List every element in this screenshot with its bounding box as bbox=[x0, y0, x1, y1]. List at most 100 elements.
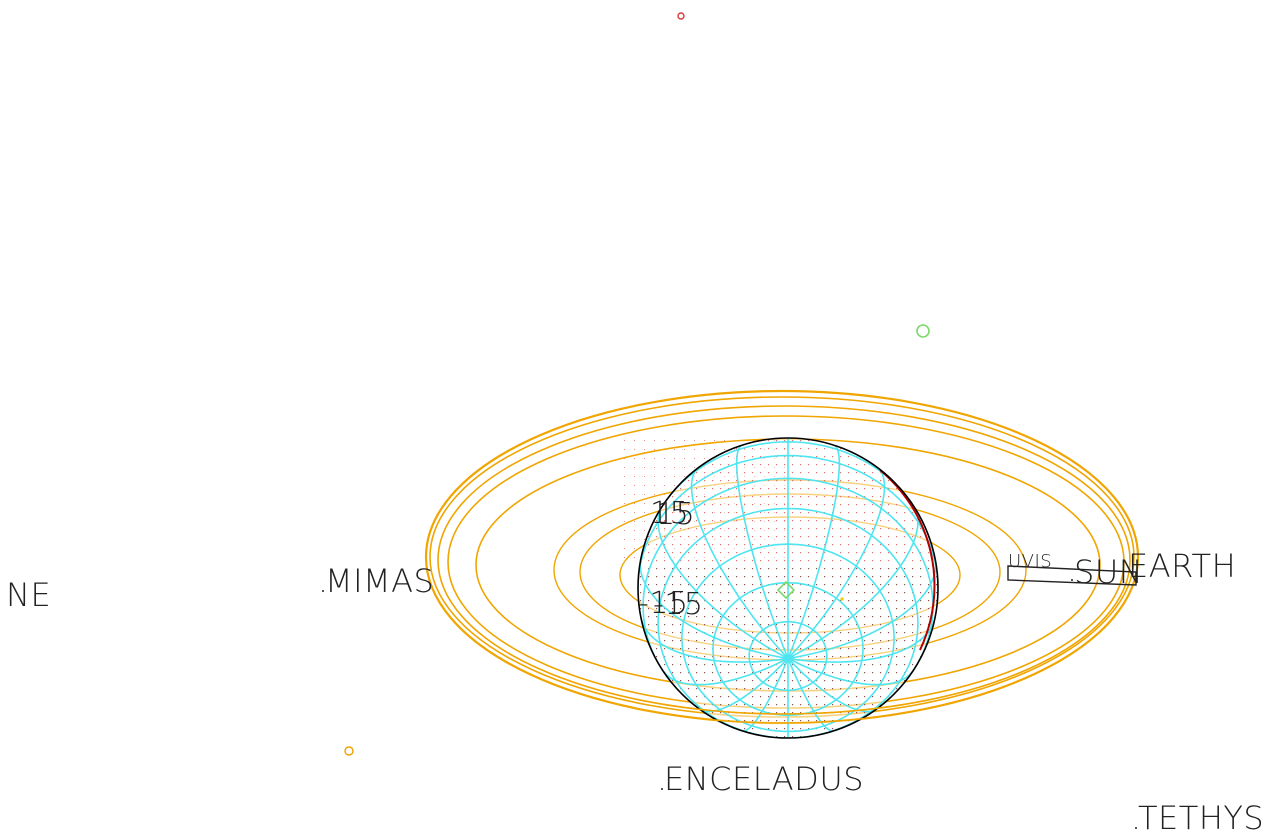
disk-dot bbox=[712, 656, 714, 658]
disk-dot bbox=[704, 728, 706, 730]
disk-dot bbox=[792, 712, 794, 714]
disk-dot bbox=[936, 576, 938, 578]
disk-dot bbox=[760, 552, 762, 554]
field-dot bbox=[664, 440, 665, 441]
disk-dot bbox=[856, 656, 858, 658]
longitude-line bbox=[787, 657, 915, 686]
disk-dot bbox=[752, 688, 754, 690]
disk-dot bbox=[904, 640, 906, 642]
disk-dot bbox=[936, 600, 938, 602]
disk-dot bbox=[720, 688, 722, 690]
tethys-dot bbox=[1135, 827, 1137, 829]
disk-dot bbox=[928, 704, 930, 706]
disk-dot bbox=[680, 448, 682, 450]
disk-dot bbox=[648, 560, 650, 562]
disk-dot bbox=[792, 608, 794, 610]
disk-dot bbox=[920, 480, 922, 482]
disk-dot bbox=[816, 680, 818, 682]
disk-dot bbox=[928, 736, 930, 738]
disk-dot bbox=[752, 592, 754, 594]
field-dot bbox=[644, 512, 645, 513]
disk-dot bbox=[824, 600, 826, 602]
disk-dot bbox=[840, 512, 842, 514]
disk-dot bbox=[912, 688, 914, 690]
disk-dot bbox=[936, 736, 938, 738]
disk-dot bbox=[648, 672, 650, 674]
disk-dot bbox=[872, 600, 874, 602]
disk-dot bbox=[768, 608, 770, 610]
disk-dot bbox=[800, 648, 802, 650]
disk-dot bbox=[776, 632, 778, 634]
field-dot bbox=[654, 485, 655, 486]
disk-dot bbox=[736, 488, 738, 490]
label-enceladus: ENCELADUS bbox=[664, 760, 864, 798]
disk-dot bbox=[824, 704, 826, 706]
longitude-line bbox=[787, 504, 919, 660]
disk-dot bbox=[816, 488, 818, 490]
disk-dot bbox=[864, 472, 866, 474]
disk-dot bbox=[928, 680, 930, 682]
field-dot bbox=[664, 485, 665, 486]
disk-dot bbox=[728, 456, 730, 458]
field-dot bbox=[654, 476, 655, 477]
disk-dot bbox=[696, 656, 698, 658]
disk-dot bbox=[664, 528, 666, 530]
disk-dot bbox=[784, 456, 786, 458]
disk-dot bbox=[784, 568, 786, 570]
lat-label-north: 15 bbox=[650, 496, 689, 531]
disk-dot bbox=[928, 696, 930, 698]
disk-dot bbox=[680, 680, 682, 682]
disk-dot bbox=[768, 680, 770, 682]
disk-dot bbox=[840, 672, 842, 674]
disk-dot bbox=[880, 680, 882, 682]
disk-dot bbox=[784, 528, 786, 530]
disk-dot bbox=[928, 616, 930, 618]
disk-dot bbox=[848, 536, 850, 538]
disk-dot bbox=[864, 560, 866, 562]
disk-dot bbox=[800, 512, 802, 514]
disk-dot bbox=[680, 728, 682, 730]
disk-dot bbox=[672, 480, 674, 482]
disk-dot bbox=[688, 520, 690, 522]
field-dot bbox=[654, 440, 655, 441]
disk-dot bbox=[680, 696, 682, 698]
disk-dot bbox=[864, 640, 866, 642]
disk-dot bbox=[920, 528, 922, 530]
disk-dot bbox=[920, 544, 922, 546]
disk-dot bbox=[672, 736, 674, 738]
disk-dot bbox=[832, 560, 834, 562]
disk-dot bbox=[784, 696, 786, 698]
disk-dot bbox=[912, 584, 914, 586]
disk-dot bbox=[856, 696, 858, 698]
orange-marker-icon bbox=[344, 746, 354, 756]
disk-dot bbox=[720, 504, 722, 506]
disk-dot bbox=[672, 472, 674, 474]
disk-dot bbox=[784, 672, 786, 674]
disk-dot bbox=[680, 584, 682, 586]
saturn-disk bbox=[637, 437, 939, 739]
disk-dot bbox=[728, 544, 730, 546]
disk-dot bbox=[936, 688, 938, 690]
disk-dot bbox=[672, 696, 674, 698]
disk-dot bbox=[712, 504, 714, 506]
disk-dot bbox=[808, 512, 810, 514]
disk-dot bbox=[728, 736, 730, 738]
disk-dot bbox=[848, 584, 850, 586]
disk-dot bbox=[904, 568, 906, 570]
disk-dot bbox=[920, 632, 922, 634]
longitude-line bbox=[787, 444, 841, 659]
disk-dot bbox=[768, 592, 770, 594]
disk-dot bbox=[864, 672, 866, 674]
disk-dot bbox=[880, 712, 882, 714]
disk-dot bbox=[680, 536, 682, 538]
disk-dot bbox=[656, 528, 658, 530]
disk-dot bbox=[648, 688, 650, 690]
disk-dot bbox=[832, 640, 834, 642]
disk-dot bbox=[656, 592, 658, 594]
field-dot bbox=[674, 485, 675, 486]
disk-dot bbox=[664, 616, 666, 618]
disk-dot bbox=[920, 440, 922, 442]
disk-dot bbox=[672, 600, 674, 602]
disk-dot bbox=[928, 504, 930, 506]
